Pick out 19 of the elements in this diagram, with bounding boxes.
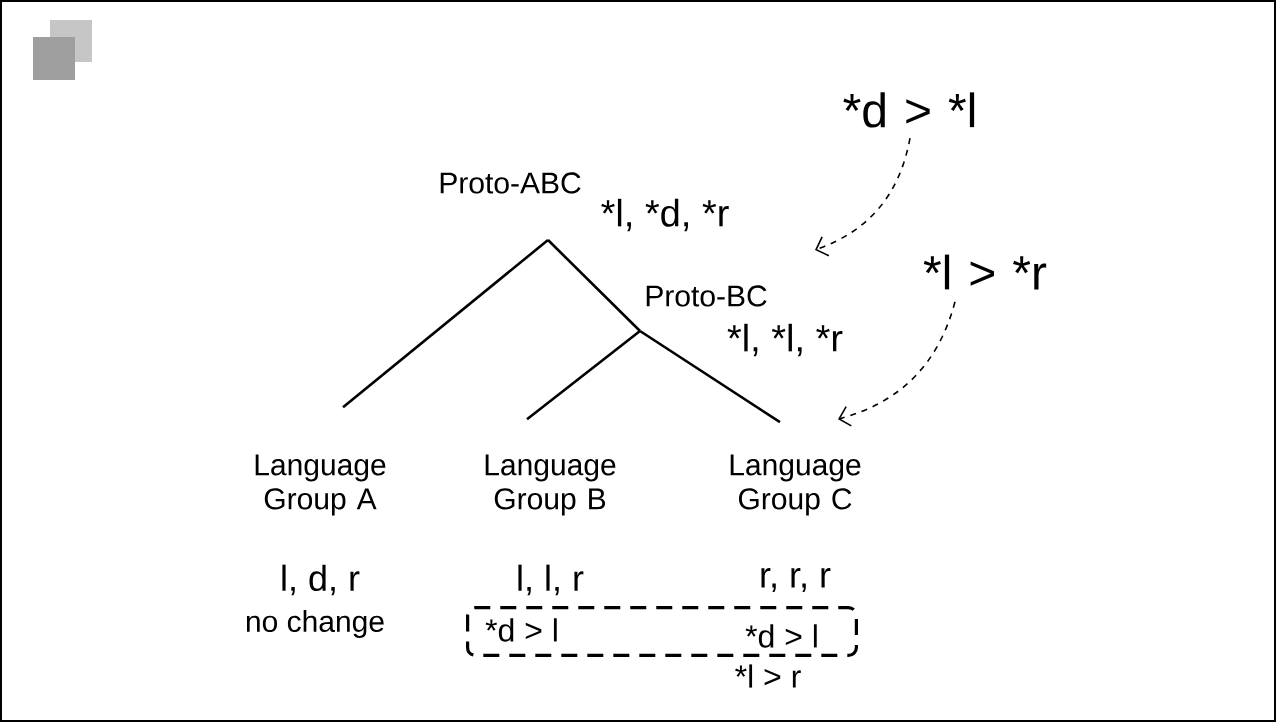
node-label: Language Group C bbox=[730, 454, 861, 516]
arrow bbox=[815, 137, 911, 257]
dashed-box: *d > l *d > l bbox=[466, 606, 858, 657]
tree-branch bbox=[526, 330, 641, 421]
sound-list: *l > r bbox=[735, 664, 801, 688]
node-label: *d > *l bbox=[843, 92, 975, 128]
sound-list: *l, *l, *r bbox=[727, 323, 843, 357]
tree-branch bbox=[342, 239, 549, 409]
node-label: Language Group A bbox=[255, 454, 386, 516]
node-label: Language Group B bbox=[485, 454, 616, 516]
arrow bbox=[838, 301, 956, 427]
node-label: Proto-ABC bbox=[440, 172, 581, 194]
node-label: *l > *r bbox=[923, 254, 1047, 290]
sound-list: no change bbox=[246, 610, 384, 638]
node-label: Proto-BC bbox=[646, 285, 767, 307]
sound-list: *l, *d, *r bbox=[601, 198, 729, 232]
sound-list: l, d, r bbox=[282, 564, 360, 596]
tree-branch bbox=[639, 329, 781, 424]
tree-branch bbox=[547, 239, 641, 332]
